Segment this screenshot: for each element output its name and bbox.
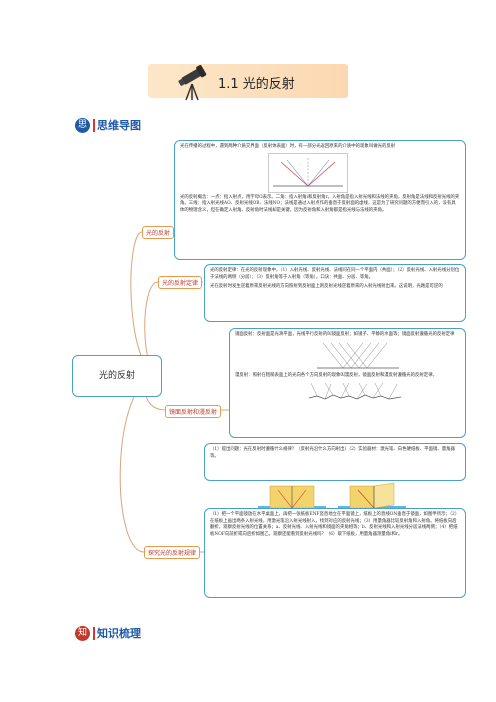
section-divider <box>93 119 95 132</box>
reflection-diagram <box>268 152 348 193</box>
branch-law-text: 光的反射定律：在光的反射现象中，（1）入射光线、反射光线、法线同在同一个平面内（… <box>210 268 460 280</box>
branch-reflection-box: 光在传播的过程中，遇到两种介质交界面（反射体表面）时，有一部分光返回原来的介质中… <box>174 140 466 260</box>
branch-diffuse-text: 漫反射：照射在粗糙表面上的光向各个方向反射的现象叫漫反射，镜面反射和漫反射遵循光… <box>235 372 437 378</box>
mindmap-section-icon: 思 <box>75 118 90 133</box>
branch-label-specular: 镜面反射和漫反射 <box>165 405 222 418</box>
knowledge-section-icon: 知 <box>75 626 90 641</box>
branch-explore-steps-box: （1）把一个平面镜放在水平桌面上，再把一张纸板ENF竖直地立在平面镜上，纸板上的… <box>204 508 466 598</box>
branch-specular-box: 镜面反射：反射面是光滑平面，光线平行反射的叫镜面反射；如镜子、平静的水面等；镜面… <box>229 328 466 438</box>
branch-explore-question-box: （1）提出问题：光在反射时遵循什么规律？（反射光沿什么方向射出）（2）实验器材：… <box>204 443 466 481</box>
mindmap-root: 光的反射 <box>72 355 162 397</box>
branch-law-reversible: 光在反射时发生逆着原来反射光线的方向照射到反射面上则反射光线逆着原来的入射光线射… <box>210 284 443 290</box>
telescope-icon <box>178 64 207 101</box>
specular-reflection-diagram <box>317 342 399 368</box>
branch-reflection-concepts: 光的反射概念：一点：指入射点，用字母O表示。二角：指入射角i和反射角r。入射角是… <box>180 194 460 213</box>
mindmap-section-title: 思维导图 <box>97 119 141 132</box>
branch-label-explore: 探究光的反射规律 <box>144 546 201 559</box>
branch-explore-steps: （1）把一个平面镜放在水平桌面上，再把一张纸板ENF竖直地立在平面镜上，纸板上的… <box>210 512 460 537</box>
branch-reflection-definition: 光在传播的过程中，遇到两种介质交界面（反射体表面）时，有一部分光返回原来的介质中… <box>180 144 396 149</box>
branch-label-law: 光的反射定律 <box>158 276 203 289</box>
diffuse-reflection-diagram <box>308 383 402 400</box>
branch-explore-question: （1）提出问题：光在反射时遵循什么规律？（反射光沿什么方向射出）（2）实验器材：… <box>210 447 455 459</box>
branch-law-box: 光的反射定律：在光的反射现象中，（1）入射光线、反射光线、法线同在同一个平面内（… <box>204 264 466 322</box>
knowledge-section-title: 知识梳理 <box>97 627 141 640</box>
branch-label-reflection: 光的反射 <box>142 226 175 239</box>
page-title: 1.1 光的反射 <box>218 77 295 92</box>
branch-specular-text: 镜面反射：反射面是光滑平面，光线平行反射的叫镜面反射；如镜子、平静的水面等；镜面… <box>235 332 455 337</box>
section-divider <box>93 627 95 640</box>
